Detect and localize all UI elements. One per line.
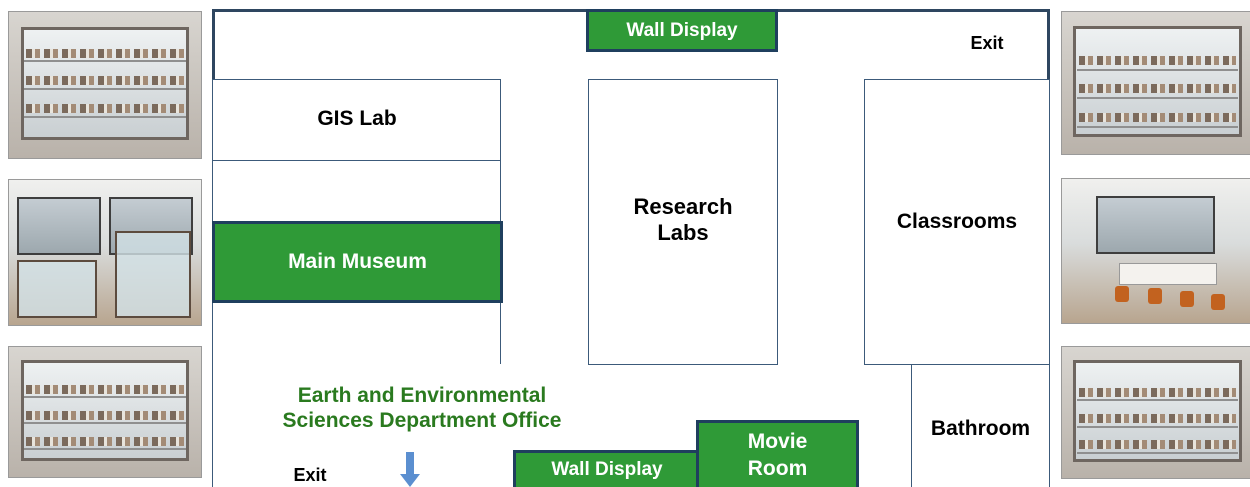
wall-display-bottom-label: Wall Display	[551, 459, 663, 480]
classrooms-label: Classrooms	[896, 210, 1018, 233]
gis-lab-label: GIS Lab	[317, 107, 397, 130]
museum-room-photo	[8, 179, 202, 326]
research-labs-line2: Labs	[657, 220, 709, 246]
main-museum[interactable]: Main Museum	[212, 221, 503, 303]
gis-lab-room	[212, 79, 501, 161]
display-case-photo-left-bottom	[8, 346, 202, 478]
movie-room-line2: Room	[747, 457, 808, 480]
bathroom-label: Bathroom	[930, 417, 1031, 440]
display-case-photo-right-top	[1061, 11, 1250, 155]
movie-room-line1: Movie	[747, 429, 808, 453]
wall-display-bottom[interactable]: Wall Display	[513, 450, 701, 487]
department-office-area	[212, 364, 502, 487]
classrooms-room	[864, 79, 1050, 365]
movie-room[interactable]: Movie Room	[696, 420, 859, 487]
department-office-line2: Sciences Department Office	[282, 409, 562, 433]
department-office-line1: Earth and Environmental	[297, 384, 547, 407]
display-case-photo-right-bottom	[1061, 346, 1250, 479]
wall-display-top-label: Wall Display	[626, 19, 738, 41]
exit-top-label: Exit	[970, 33, 1004, 53]
floor-map: GIS Lab Main Museum Research Labs Classr…	[212, 9, 1050, 487]
display-case-photo-left-top	[8, 11, 202, 159]
bathroom-room	[911, 364, 1050, 487]
main-museum-label: Main Museum	[288, 250, 427, 273]
research-labs-room	[588, 79, 778, 365]
research-labs-line1: Research	[633, 194, 733, 219]
classroom-photo	[1061, 178, 1250, 324]
wall-display-top[interactable]: Wall Display	[586, 9, 778, 52]
exit-bottom-label: Exit	[293, 465, 327, 485]
department-office-label: Earth and Environmental Sciences Departm…	[232, 383, 612, 433]
research-labs-label: Research Labs	[588, 194, 778, 247]
down-arrow-icon	[400, 452, 420, 487]
